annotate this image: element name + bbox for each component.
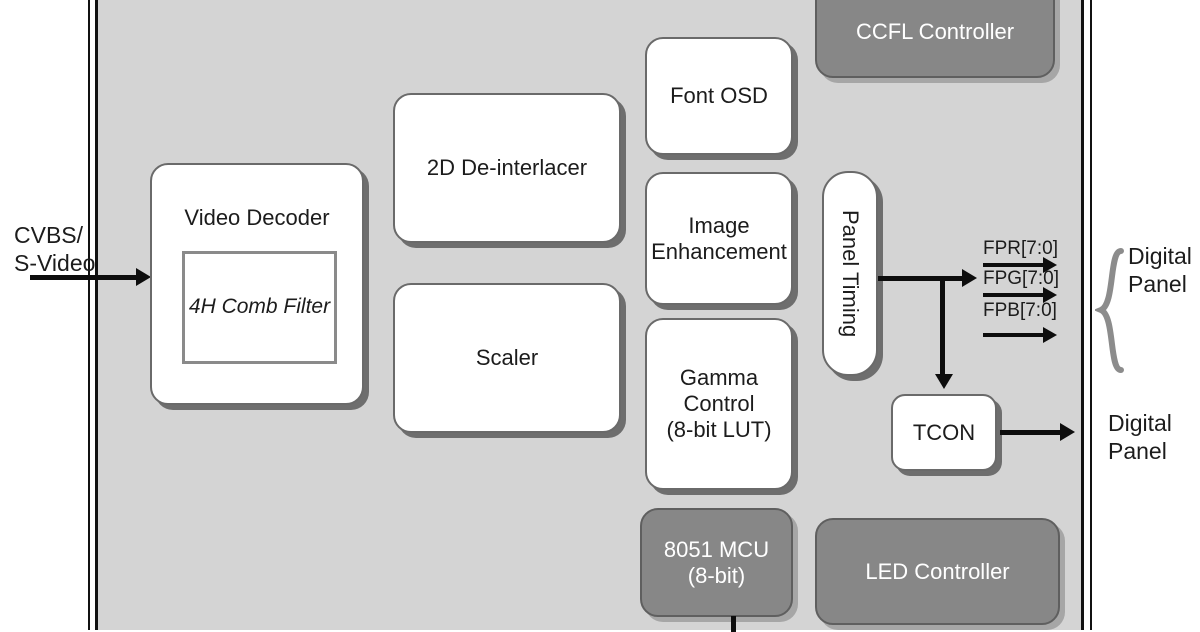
block-4h-comb-filter[interactable]: 4H Comb Filter	[182, 251, 337, 364]
signal-fpg-arrowhead	[1043, 287, 1057, 303]
signal-fpb-arrowhead	[1043, 327, 1057, 343]
block-tcon[interactable]: TCON	[891, 394, 997, 471]
cvbs-input-arrowhead	[136, 268, 151, 286]
block-8051-mcu[interactable]: 8051 MCU (8-bit)	[640, 508, 793, 617]
tcon-output-arrowhead	[1060, 423, 1075, 441]
signal-fpg-wire	[983, 293, 1045, 297]
chip-left-edge-inner	[95, 0, 98, 630]
block-font-osd[interactable]: Font OSD	[645, 37, 793, 155]
block-2d-deinterlacer-label: 2D De-interlacer	[426, 155, 588, 181]
signal-fpb-label: FPB[7:0]	[983, 300, 1057, 321]
panel-timing-output-wire	[878, 276, 964, 281]
block-font-osd-label: Font OSD	[670, 83, 768, 109]
chip-left-edge-outer	[88, 0, 90, 630]
digital-panel-brace	[1095, 248, 1124, 373]
output-digital-panel-rgb-label: Digital Panel	[1128, 243, 1192, 297]
block-image-enhancement[interactable]: Image Enhancement	[645, 172, 793, 305]
block-ccfl-controller[interactable]: CCFL Controller	[815, 0, 1055, 78]
block-scaler-label: Scaler	[475, 345, 539, 371]
chip-right-edge-inner	[1081, 0, 1084, 630]
signal-fpr-label: FPR[7:0]	[983, 238, 1058, 259]
block-led-controller-label: LED Controller	[865, 558, 1010, 584]
block-panel-timing[interactable]: Panel Timing	[822, 171, 878, 376]
block-gamma-control[interactable]: Gamma Control (8-bit LUT)	[645, 318, 793, 490]
chip-right-edge-outer	[1090, 0, 1092, 630]
block-panel-timing-label: Panel Timing	[837, 209, 863, 338]
signal-fpg-label: FPG[7:0]	[983, 268, 1060, 289]
cvbs-input-wire	[30, 275, 138, 280]
block-video-decoder-label: Video Decoder	[184, 205, 330, 230]
block-video-decoder[interactable]: Video Decoder 4H Comb Filter	[150, 163, 364, 405]
panel-timing-to-tcon-wire	[940, 276, 945, 376]
block-tcon-label: TCON	[912, 419, 976, 445]
block-8051-mcu-label: 8051 MCU (8-bit)	[663, 536, 770, 588]
block-4h-comb-filter-label: 4H Comb Filter	[188, 295, 331, 319]
panel-timing-to-tcon-arrowhead	[935, 374, 953, 389]
panel-timing-output-arrowhead	[962, 269, 977, 287]
block-gamma-control-label: Gamma Control (8-bit LUT)	[666, 365, 772, 442]
block-image-enhancement-label: Image Enhancement	[651, 212, 787, 264]
block-ccfl-controller-label: CCFL Controller	[855, 19, 1015, 45]
signal-fpb-wire	[983, 333, 1045, 337]
block-led-controller[interactable]: LED Controller	[815, 518, 1060, 625]
block-2d-deinterlacer[interactable]: 2D De-interlacer	[393, 93, 621, 243]
mcu-bottom-bus-wire	[731, 616, 736, 632]
signal-fpr-wire	[983, 263, 1045, 267]
block-scaler[interactable]: Scaler	[393, 283, 621, 433]
cvbs-input-label: CVBS/ S-Video	[14, 222, 96, 276]
tcon-output-wire	[1000, 430, 1062, 435]
output-digital-panel-tcon-label: Digital Panel	[1108, 410, 1172, 464]
signal-fpr-arrowhead	[1043, 257, 1057, 273]
